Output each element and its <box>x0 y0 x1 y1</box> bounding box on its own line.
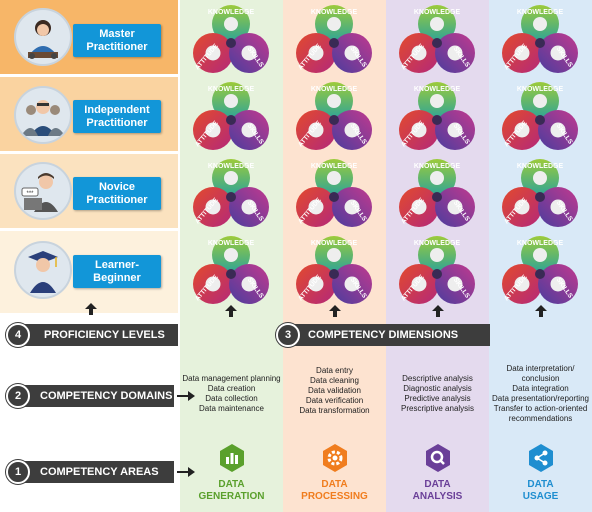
domain-list-usage: Data interpretation/ conclusion Data int… <box>489 364 592 424</box>
number-badge-3: 3 <box>276 323 300 347</box>
number-badge-1: 1 <box>6 460 30 484</box>
area-label-line2: GENERATION <box>198 491 265 502</box>
domain-list-generation: Data management planning Data creation D… <box>180 374 283 414</box>
knowledge-label: KNOWLEDGE <box>517 86 564 93</box>
level-independent-practitioner: Independent Practitioner <box>73 100 161 133</box>
competency-areas-label: COMPETENCY AREAS <box>40 466 159 478</box>
domain-item: Diagnostic analysis <box>403 384 472 393</box>
area-label-line2: ANALYSIS <box>412 491 463 502</box>
area-label-line2: PROCESSING <box>301 491 368 502</box>
team-icon <box>14 86 72 144</box>
presenter-icon <box>14 8 72 66</box>
area-label-analysis: DATA ANALYSIS <box>386 479 489 503</box>
competency-dimensions-label: COMPETENCY DIMENSIONS <box>308 329 459 341</box>
domain-item: Data integration <box>512 384 569 393</box>
domain-item: Data interpretation/ <box>506 364 575 373</box>
area-label-generation: DATA GENERATION <box>180 479 283 503</box>
knowledge-label: KNOWLEDGE <box>414 163 461 170</box>
domain-item: Data management planning <box>182 374 281 383</box>
competency-domains-label: COMPETENCY DOMAINS <box>40 390 173 402</box>
share-icon <box>529 444 553 472</box>
domain-item: Data collection <box>205 394 258 403</box>
magnifier-icon <box>426 444 450 472</box>
domain-item: recommendations <box>508 414 573 423</box>
competency-areas-bar: COMPETENCY AREAS <box>16 461 174 483</box>
domain-item: conclusion <box>521 374 560 383</box>
domain-item: Data entry <box>316 366 353 375</box>
area-label-line1: DATA <box>321 479 348 490</box>
knowledge-label: KNOWLEDGE <box>208 240 255 247</box>
knowledge-label: KNOWLEDGE <box>208 9 255 16</box>
area-label-line1: DATA <box>218 479 245 490</box>
domain-item: Data maintenance <box>199 404 264 413</box>
knowledge-label: KNOWLEDGE <box>311 240 358 247</box>
domain-item: Data transformation <box>299 406 370 415</box>
right-arrow-icon <box>177 467 195 477</box>
domain-item: Transfer to action-oriented <box>493 404 588 413</box>
domain-item: Data presentation/reporting <box>492 394 589 403</box>
knowledge-label: KNOWLEDGE <box>517 9 564 16</box>
level-novice-practitioner: Novice Practitioner <box>73 177 161 210</box>
proficiency-levels-bar: PROFICIENCY LEVELS <box>16 324 178 346</box>
domain-list-processing: Data entry Data cleaning Data validation… <box>283 366 386 416</box>
level-master-practitioner: Master Practitioner <box>73 24 161 57</box>
up-arrow-icon <box>535 305 547 317</box>
domain-item: Data validation <box>308 386 361 395</box>
number-badge-2: 2 <box>6 384 30 408</box>
domain-item: Data creation <box>207 384 256 393</box>
up-arrow-icon <box>85 303 97 315</box>
domain-list-analysis: Descriptive analysis Diagnostic analysis… <box>386 374 489 414</box>
knowledge-label: KNOWLEDGE <box>414 9 461 16</box>
trainee-icon: *** <box>14 162 72 220</box>
knowledge-label: KNOWLEDGE <box>311 163 358 170</box>
area-label-usage: DATA USAGE <box>489 479 592 503</box>
knowledge-label: KNOWLEDGE <box>414 86 461 93</box>
knowledge-label: KNOWLEDGE <box>414 240 461 247</box>
domain-item: Data verification <box>305 396 364 405</box>
knowledge-label: KNOWLEDGE <box>311 9 358 16</box>
bar-chart-icon <box>220 444 244 472</box>
knowledge-label: KNOWLEDGE <box>208 86 255 93</box>
up-arrow-icon <box>225 305 237 317</box>
competency-domains-bar: COMPETENCY DOMAINS <box>16 385 174 407</box>
svg-text:***: *** <box>26 191 34 197</box>
graduate-icon <box>14 241 72 299</box>
knowledge-label: KNOWLEDGE <box>517 240 564 247</box>
level-learner-beginner: Learner-Beginner <box>73 255 161 288</box>
knowledge-label: KNOWLEDGE <box>311 86 358 93</box>
knowledge-label: KNOWLEDGE <box>208 163 255 170</box>
up-arrow-icon <box>432 305 444 317</box>
knowledge-label: KNOWLEDGE <box>517 163 564 170</box>
area-label-processing: DATA PROCESSING <box>283 479 386 503</box>
area-label-line1: DATA <box>424 479 451 490</box>
area-label-line1: DATA <box>527 479 554 490</box>
domain-item: Descriptive analysis <box>402 374 473 383</box>
domain-item: Data cleaning <box>310 376 359 385</box>
right-arrow-icon <box>177 391 195 401</box>
competency-dimensions-bar: COMPETENCY DIMENSIONS <box>286 324 490 346</box>
area-label-line2: USAGE <box>522 491 559 502</box>
domain-item: Prescriptive analysis <box>401 404 474 413</box>
proficiency-levels-label: PROFICIENCY LEVELS <box>44 329 165 341</box>
up-arrow-icon <box>329 305 341 317</box>
domain-item: Predictive analysis <box>404 394 471 403</box>
number-badge-4: 4 <box>6 323 30 347</box>
gear-icon <box>323 444 347 472</box>
